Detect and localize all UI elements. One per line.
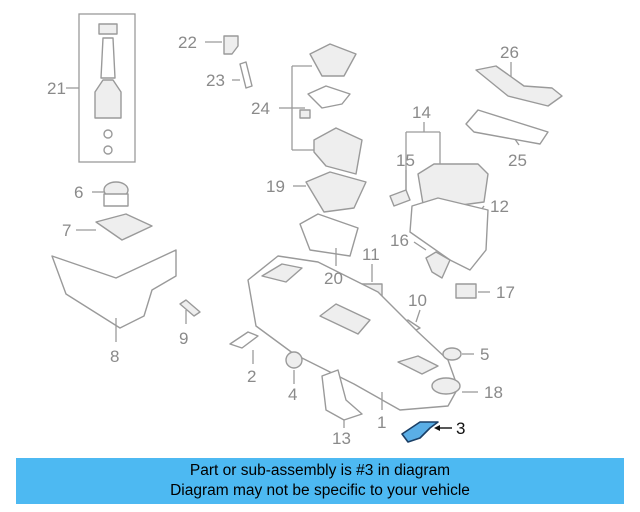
callout-6: 6: [74, 183, 83, 202]
callout-9: 9: [179, 329, 188, 348]
banner-line-2: Diagram may not be specific to your vehi…: [170, 482, 470, 499]
callout-12: 12: [490, 197, 509, 216]
part-6-7-cupholder: [76, 181, 153, 241]
part-8-bracket: [51, 249, 177, 342]
callout-24: 24: [251, 99, 270, 118]
part-5: [442, 347, 474, 361]
part-21-shifter-boot: [66, 13, 136, 163]
callout-23: 23: [206, 71, 225, 90]
callout-18: 18: [484, 383, 503, 402]
callout-15: 15: [396, 151, 415, 170]
part-3-highlighted[interactable]: [401, 421, 452, 443]
callout-8: 8: [110, 347, 119, 366]
callout-25: 25: [508, 151, 527, 170]
callout-22: 22: [178, 33, 197, 52]
callout-26: 26: [500, 43, 519, 62]
parts-diagram: 22 23 21 24 26 14 15 25 6 19 12 7 16 11 …: [47, 13, 563, 448]
part-24-trim: [279, 43, 363, 175]
part-1-console: [247, 255, 478, 411]
part-26-25-handbrake: [465, 62, 563, 146]
part-2-4-13: [229, 331, 363, 428]
part-9: [179, 299, 201, 324]
callout-16: 16: [390, 231, 409, 250]
callout-4: 4: [288, 385, 297, 404]
callout-17: 17: [496, 283, 515, 302]
callout-3-highlighted: 3: [456, 419, 465, 438]
banner-line-1: Part or sub-assembly is #3 in diagram: [189, 462, 451, 479]
callout-5: 5: [480, 345, 489, 364]
callout-19: 19: [266, 177, 285, 196]
part-12-16-17-rear: [409, 197, 490, 299]
part-22-23-small: [205, 35, 253, 89]
callout-21: 21: [47, 79, 66, 98]
callout-14: 14: [412, 103, 431, 122]
callout-2: 2: [247, 367, 256, 386]
callout-11: 11: [362, 245, 380, 264]
callout-10: 10: [408, 291, 427, 310]
callout-1: 1: [377, 413, 386, 432]
callout-20: 20: [324, 269, 343, 288]
callout-7: 7: [62, 221, 71, 240]
info-banner: Part or sub-assembly is #3 in diagram Di…: [16, 458, 624, 504]
part-19-20-panels: [293, 171, 367, 266]
callout-13: 13: [332, 429, 351, 448]
